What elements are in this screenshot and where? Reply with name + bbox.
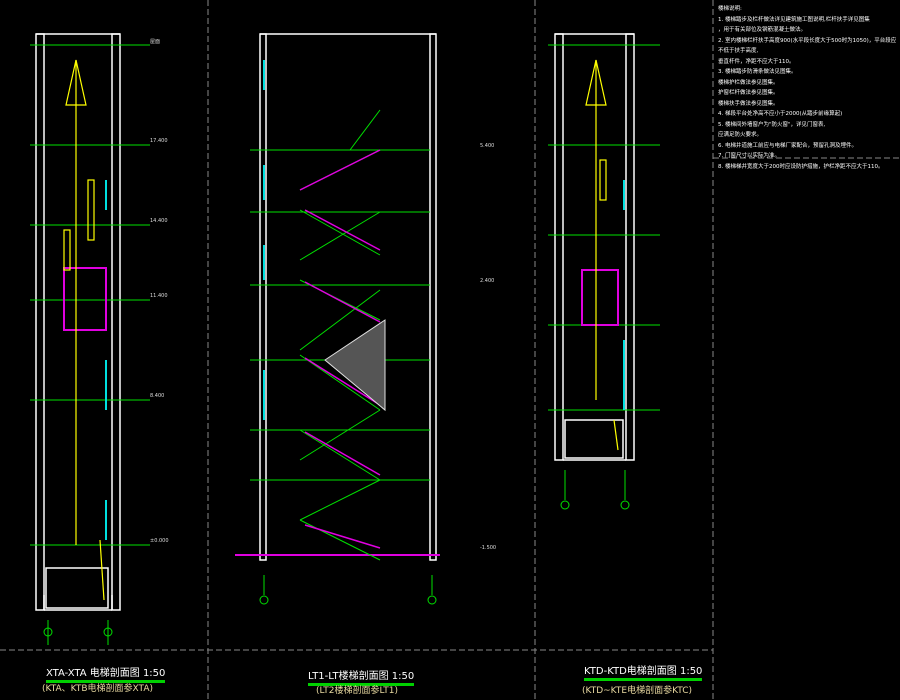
note-line: 应满足防火要求。	[718, 132, 763, 138]
level-label: 屋面	[150, 39, 161, 45]
drawing-subtitle-lt1: (LT2楼梯剖面参LT1)	[316, 686, 399, 696]
note-line: 5. 楼梯间外墙窗户为"防火窗"，详见门窗表,	[718, 121, 826, 128]
note-line: 垂直杆件，净距不应大于110。	[718, 58, 795, 65]
note-line: 2. 室内楼梯栏杆扶手高度900(水平段长度大于500时为1050)，平台段应不…	[718, 37, 897, 55]
hatched-landing	[324, 319, 386, 412]
drawing-subtitle-xta: (KTA、KTB电梯剖面参XTA)	[42, 684, 154, 694]
level-label: 11.400	[150, 293, 168, 299]
note-line: 6. 电梯井道施工前应与电梯厂家配合，预留孔洞及埋件。	[718, 142, 857, 149]
drawing-title-lt1: LT1-LT楼梯剖面图 1:50	[308, 667, 415, 686]
notes-heading: 楼梯说明:	[718, 6, 742, 12]
drawing-title-xta: XTA-XTA 电梯剖面图 1:50	[46, 664, 166, 683]
level-label: 2.400	[480, 278, 495, 284]
note-line: 楼梯护栏做法参见图集。	[718, 79, 779, 86]
elevator-section-xta	[30, 33, 150, 645]
stair-notes: 楼梯说明: 1. 楼梯踏步及栏杆做法详见建筑施工图说明,栏杆扶手详见图集 ，用于…	[718, 4, 898, 172]
drawing-subtitle-ktd: (KTD~KTE电梯剖面参KTC)	[582, 686, 693, 696]
note-line: ，用于有关部位及钢筋混凝土做法。	[718, 27, 807, 33]
note-line: 7. 门窗尺寸以实际为准。	[718, 153, 780, 159]
note-line: 护窗栏杆做法参见图集。	[718, 90, 779, 96]
note-line: 1. 楼梯踏步及栏杆做法详见建筑施工图说明,栏杆扶手详见图集	[718, 16, 870, 23]
note-line: 3. 楼梯踏步防滑条做法见图集。	[718, 69, 797, 75]
drawing-title-ktd: KTD-KTD电梯剖面图 1:50	[584, 662, 703, 681]
elevator-section-ktd	[548, 33, 660, 510]
note-line: 8. 楼梯梯井宽度大于200时应设防护措施，护栏净距不应大于110。	[718, 163, 884, 170]
level-label: ±0.000	[150, 538, 169, 544]
stair-section-lt1	[235, 33, 440, 605]
level-label: 17.400	[150, 138, 168, 144]
note-line: 楼梯扶手做法参见图集。	[718, 100, 779, 107]
level-label: 8.400	[150, 393, 165, 399]
level-label: -1.500	[480, 545, 497, 551]
level-label: 14.400	[150, 218, 168, 224]
level-label: 5.400	[480, 143, 495, 149]
note-line: 4. 梯段平台处净高不应小于2000(从踏步前缘算起)	[718, 111, 843, 117]
